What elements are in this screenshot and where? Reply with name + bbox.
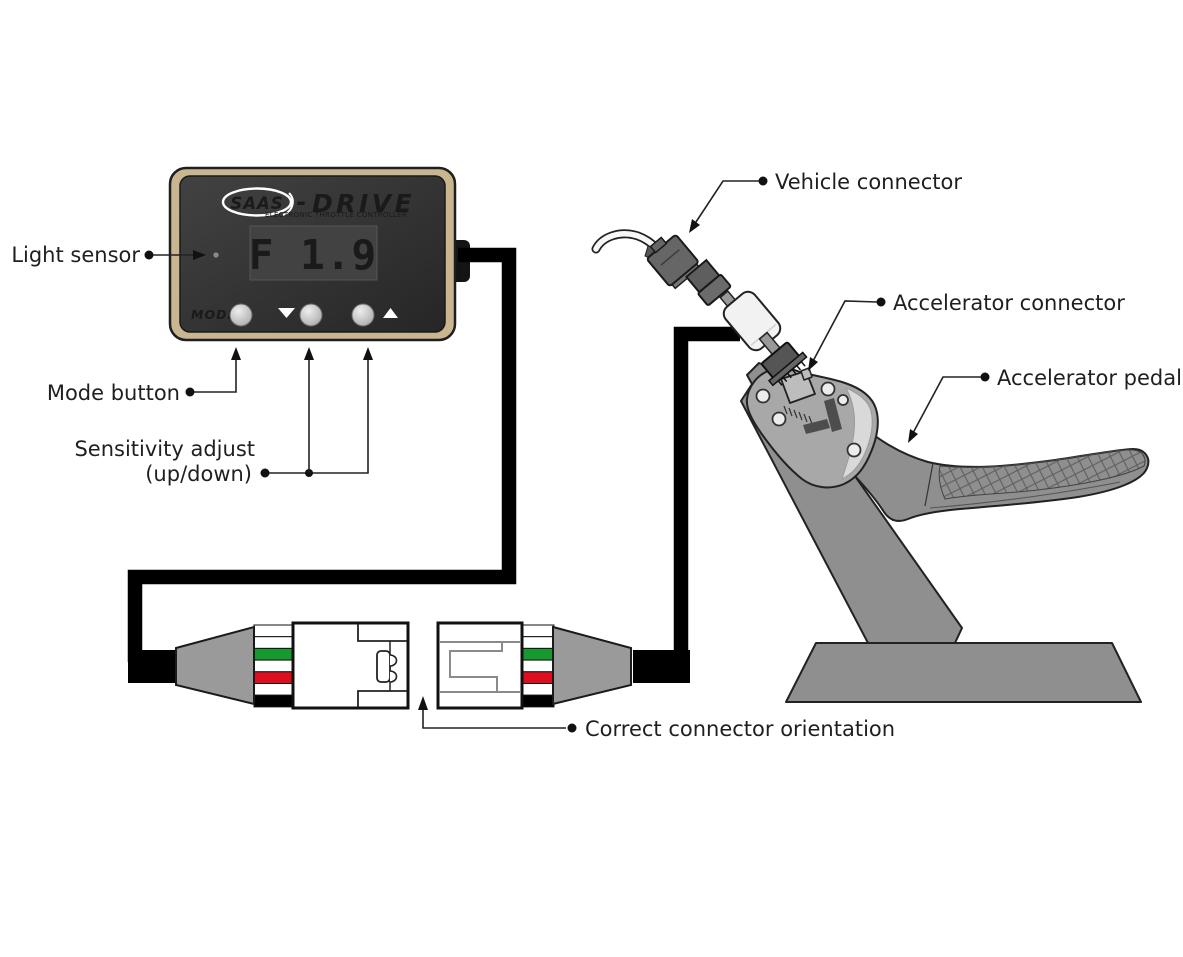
sensor-slot-small [803,419,830,434]
vehicle-connector [646,234,701,290]
callout-bullet [144,250,154,260]
vehicle-connector-label: Vehicle connector [775,170,962,194]
female-boot [552,625,632,706]
pedal-base [785,642,1142,703]
brand-subtitle: ELECTRONIC THROTTLE CONTROLLER [265,211,407,219]
female-connector [436,621,632,710]
callout-bullet [876,297,886,307]
callout-bullet [758,176,768,186]
brand-dash: - [296,188,306,216]
male-boot [175,625,255,706]
sensitivity-label-line2: (up/down) [145,462,252,486]
inline-connector-pair [175,621,632,710]
lcd-display: F 1.9 [249,225,378,281]
arrowhead [304,347,314,360]
callout-light-sensor: Light sensor [11,243,206,267]
saas-drive-logo: SAAS - DRIVE ELECTRONIC THROTTLE CONTROL… [221,187,415,219]
button-row: MODE [191,303,398,327]
correct-orientation-label: Correct connector orientation [585,717,895,741]
callout-correct-orientation: Correct connector orientation [418,696,895,741]
sensor-screws [755,381,862,458]
arrowhead [808,357,818,371]
callout-mode-button: Mode button [47,347,241,405]
down-triangle-icon [278,308,295,318]
mode-label: MODE [191,307,237,322]
arrowhead [418,696,428,710]
saas-logo-oval [221,187,293,217]
callout-sensitivity-adjust: Sensitivity adjust (up/down) [74,347,373,486]
arrowhead [363,347,373,360]
display-panel [249,225,378,281]
saas-logo-swoosh [282,192,294,216]
sensor-socket-tab [800,367,813,381]
sensitivity-label-line1: Sensitivity adjust [74,437,255,461]
mode-button [229,303,253,327]
accelerator-pedal-assembly [740,362,1150,703]
sensitivity-up-button [351,303,375,327]
accelerator-connector-plug [761,341,808,387]
up-triangle-icon [383,308,398,318]
arrowhead [193,250,206,260]
arrowhead [689,219,700,233]
cable-end-left [128,650,180,683]
male-connector [175,621,410,710]
pad-edge-line [924,462,934,507]
callout-accelerator-pedal: Accelerator pedal [908,366,1182,443]
sensor-tick-marks [783,405,813,425]
pad-under-line [929,481,1121,509]
female-housing [436,621,524,710]
female-keyway [439,641,521,693]
harness-cable-pedal-side [633,326,740,683]
display-readout: F 1.9 [249,231,377,279]
male-latch [376,650,391,683]
callout-bullet [185,387,195,397]
vehicle-connector-chain [591,229,808,387]
callout-bullet [980,372,990,382]
light-sensor-dot [213,252,219,258]
sensor-highlight [841,387,873,480]
male-wire-stripes [253,624,295,708]
callout-vehicle-connector: Vehicle connector [689,170,962,233]
brand-name-text: DRIVE [312,189,415,218]
pedal-pad-grip [938,449,1146,500]
accelerator-connector-label: Accelerator connector [893,291,1125,315]
sensor-slot [824,398,842,432]
arrowhead [231,347,241,360]
vehicle-connector-mate [684,258,732,306]
brand-text: SAAS [230,194,283,213]
sensitivity-down-button [299,303,323,327]
mode-button-label: Mode button [47,381,180,405]
cable-run-left [127,247,517,662]
callout-accelerator-connector: Accelerator connector [808,291,1125,371]
callout-bullet [260,468,270,478]
throttle-controller-unit: SAAS - DRIVE ELECTRONIC THROTTLE CONTROL… [168,166,457,342]
cable-end-right [633,650,690,683]
male-latch-bumps [389,654,398,683]
callout-bullet [567,723,577,733]
arrowhead [908,429,918,443]
accelerator-pedal-label: Accelerator pedal [997,366,1182,390]
light-sensor-label: Light sensor [11,243,140,267]
cable-run-right [673,326,740,662]
female-wire-stripes [520,624,555,708]
